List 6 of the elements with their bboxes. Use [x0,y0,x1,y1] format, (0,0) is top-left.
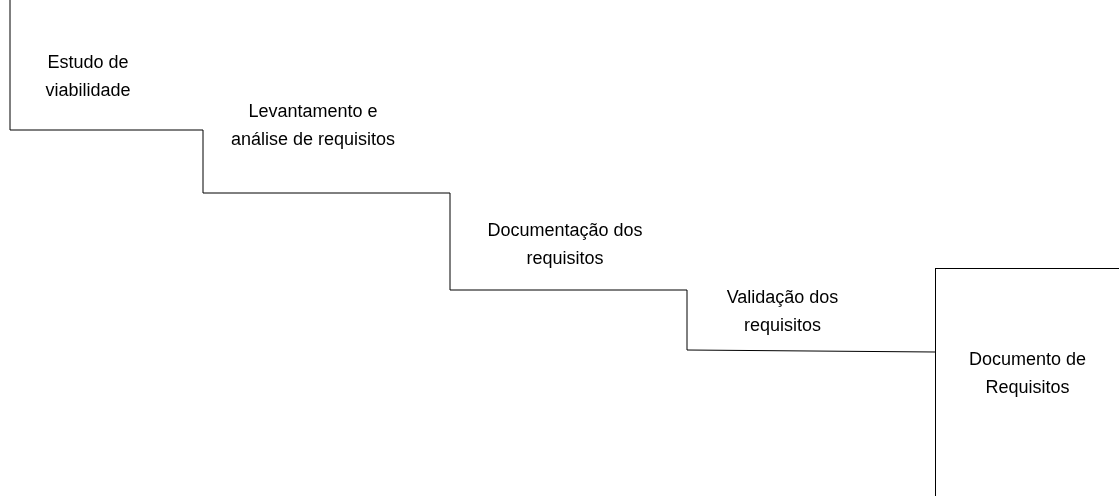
document-panel [935,268,1119,496]
step-label: Documento de Requisitos [967,348,1088,399]
step-label: Levantamento e análise de requisitos [229,100,397,151]
step-label: Documentação dos requisitos [486,219,644,270]
step-label: Validação dos requisitos [725,286,840,337]
step-label: Estudo de viabilidade [44,51,132,102]
